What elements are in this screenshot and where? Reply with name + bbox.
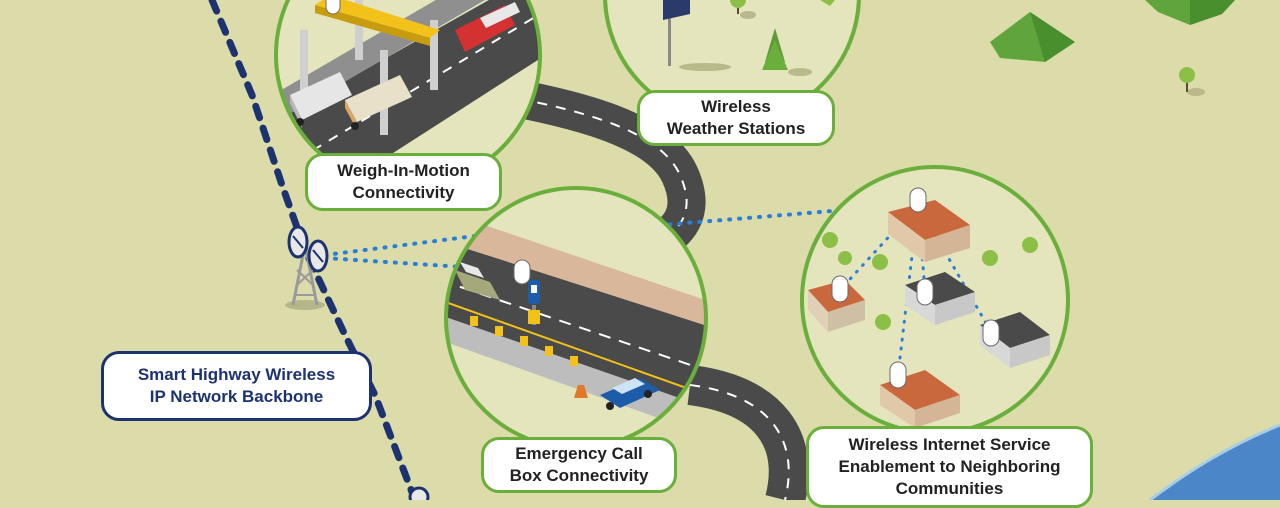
backbone-label: Smart Highway Wireless IP Network Backbo…	[101, 351, 372, 421]
weather-stations-label: Wireless Weather Stations	[637, 90, 835, 146]
call-box-label: Emergency Call Box Connectivity	[481, 437, 677, 493]
internet-service-label: Wireless Internet Service Enablement to …	[806, 426, 1093, 508]
call-box-scene	[444, 186, 708, 450]
weigh-in-motion-scene	[274, 0, 542, 189]
hill-shade	[1190, 0, 1235, 25]
radio-tower-icon	[285, 225, 329, 310]
hill-shade	[1030, 12, 1075, 62]
river-bank	[1149, 423, 1280, 500]
tree-icon	[1179, 67, 1205, 96]
river	[1150, 425, 1280, 500]
communities-scene	[800, 165, 1070, 435]
radio-tower-icon	[408, 486, 430, 500]
weigh-in-motion-label: Weigh-In-Motion Connectivity	[305, 153, 502, 211]
hills	[990, 0, 1235, 62]
